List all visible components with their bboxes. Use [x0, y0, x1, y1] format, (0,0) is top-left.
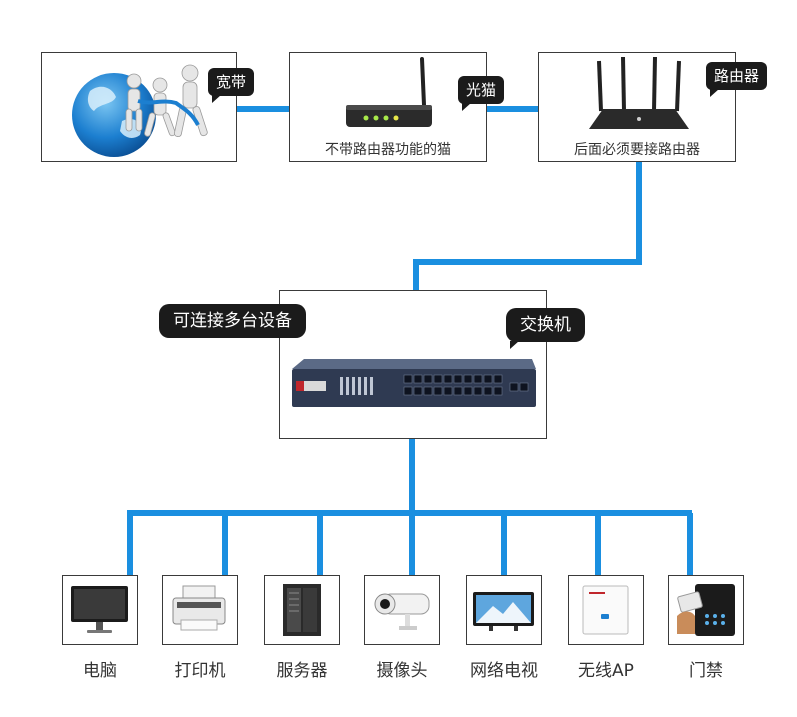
- modem-icon: [346, 57, 432, 127]
- link-router-switch: [413, 162, 642, 291]
- device-label-pc: 电脑: [83, 661, 117, 681]
- modem-box: 不带路由器功能的猫: [289, 52, 487, 162]
- switch-box: [279, 290, 547, 439]
- device-tv: [466, 575, 542, 645]
- device-camera: [364, 575, 440, 645]
- modem-caption: 不带路由器功能的猫: [325, 142, 451, 158]
- router-icon: [589, 56, 689, 129]
- tv-icon: [473, 592, 534, 631]
- router-tag: 路由器: [706, 62, 768, 97]
- device-printer: [162, 575, 238, 645]
- broadband-tag: 宽带: [208, 68, 255, 103]
- globe-people-illustration: [72, 64, 208, 157]
- device-access: [668, 575, 744, 645]
- device-label-camera: 摄像头: [376, 661, 428, 681]
- router-box: 后面必须要接路由器: [538, 52, 736, 162]
- broadband-box: [41, 52, 237, 162]
- device-server: [264, 575, 340, 645]
- device-label-tv: 网络电视: [470, 661, 538, 681]
- switch-tag: 交换机: [506, 308, 585, 349]
- server-rack-icon: [283, 584, 321, 636]
- wireless-ap-icon: [582, 585, 629, 635]
- access-control-icon: [677, 584, 735, 636]
- printer-icon: [172, 585, 226, 631]
- switch-icon: [292, 359, 536, 407]
- device-label-server: 服务器: [276, 661, 328, 681]
- device-label-ap: 无线AP: [578, 661, 634, 681]
- device-label-printer: 打印机: [174, 661, 226, 681]
- device-ap: [568, 575, 644, 645]
- monitor-icon: [71, 586, 128, 633]
- router-caption: 后面必须要接路由器: [574, 142, 700, 158]
- switch-note-tag: 可连接多台设备: [159, 304, 306, 338]
- modem-tag: 光猫: [458, 76, 505, 111]
- camera-icon: [374, 593, 430, 630]
- device-label-access: 门禁: [689, 661, 723, 681]
- device-pc: [62, 575, 138, 645]
